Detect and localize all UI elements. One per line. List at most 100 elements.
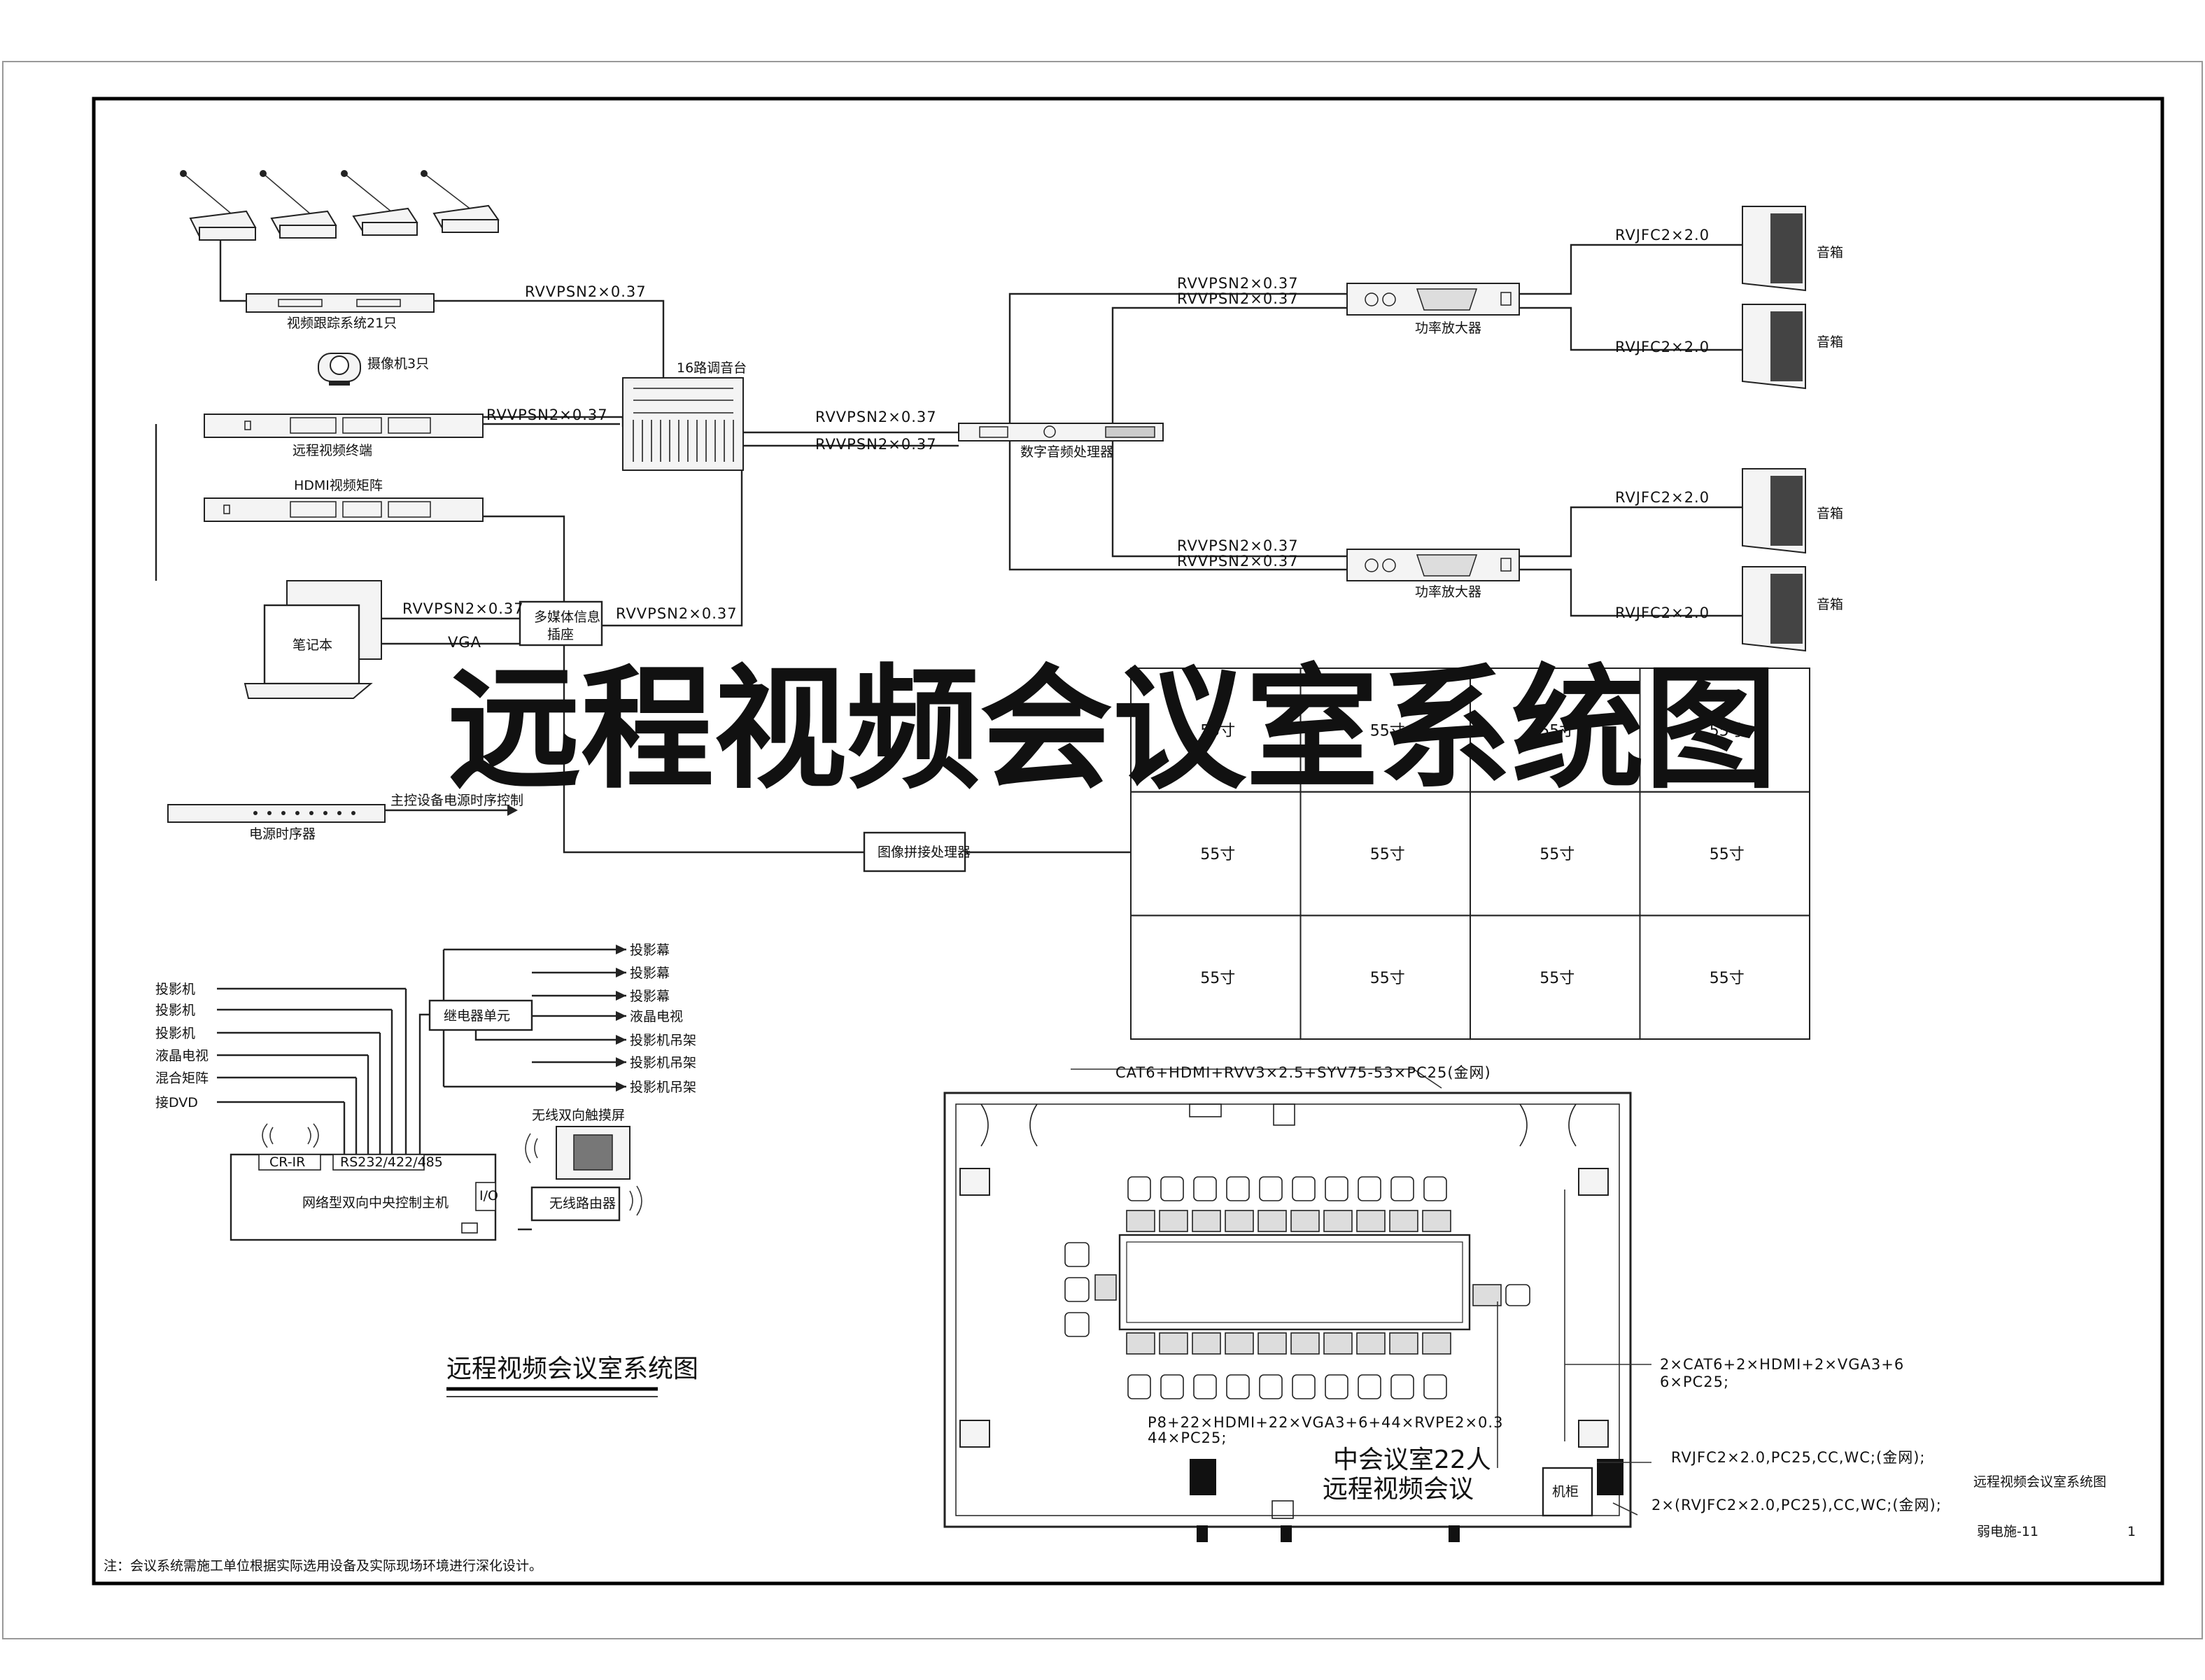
microphone-unit xyxy=(1126,1210,1155,1232)
relay-output-label: 投影机吊架 xyxy=(630,1080,696,1095)
controller-input-label: 投影机 xyxy=(155,1026,195,1041)
plan-top-cable: CAT6+HDMI+RVV3×2.5+SYV75-53×PC25(金网) xyxy=(1115,1064,1491,1081)
speaker-label-2: 音箱 xyxy=(1817,334,1843,350)
design-note: 注：会议系统需施工单位根据实际选用设备及实际现场环境进行深化设计。 xyxy=(104,1558,542,1574)
splicer-label: 图像拼接处理器 xyxy=(878,845,971,860)
main-title: 远程视频会议室系统图 xyxy=(448,652,1777,807)
amplifier-1: 功率放大器 xyxy=(1346,283,1520,336)
chair xyxy=(1127,1176,1151,1201)
plan-right-cable-2: RVJFC2×2.0,PC25,CC,WC;(金网); xyxy=(1671,1449,1925,1466)
chair xyxy=(1259,1374,1283,1399)
bottom-title: 远程视频会议室系统图 xyxy=(446,1355,698,1383)
audio-mixer: 16路调音台 xyxy=(622,360,747,471)
chair xyxy=(1292,1374,1316,1399)
titleblock-sheet: 1 xyxy=(2127,1524,2136,1539)
svg-text:RVVPSN2×0.37: RVVPSN2×0.37 xyxy=(525,283,647,300)
microphone-unit xyxy=(1225,1210,1254,1232)
speakers: 音箱 音箱 音箱 音箱 xyxy=(1742,206,1843,652)
wall-screen xyxy=(1639,915,1810,1040)
controller-label: 网络型双向中央控制主机 xyxy=(302,1195,449,1210)
microphone-unit xyxy=(1159,1332,1188,1355)
chair xyxy=(1226,1374,1250,1399)
plan-right-cable-1a: 2×CAT6+2×HDMI+2×VGA3+6 xyxy=(1660,1356,1904,1373)
speaker-label-1: 音箱 xyxy=(1817,245,1843,260)
relay-output-label: 投影幕 xyxy=(630,966,670,981)
room-label-2: 远程视频会议 xyxy=(1323,1475,1474,1504)
svg-text:RVJFC2×2.0: RVJFC2×2.0 xyxy=(1615,605,1710,621)
relay-output-label: 投影幕 xyxy=(630,943,670,958)
controller-input-label: 接DVD xyxy=(155,1095,198,1110)
ptz-camera: 摄像机3只 xyxy=(318,353,429,386)
chair xyxy=(1193,1374,1217,1399)
microphone-unit xyxy=(1323,1210,1353,1232)
chair xyxy=(1160,1374,1184,1399)
chair xyxy=(1226,1176,1250,1201)
svg-text:RVVPSN2×0.37: RVVPSN2×0.37 xyxy=(616,605,738,622)
speaker-label-3: 音箱 xyxy=(1817,506,1843,521)
microphone-unit xyxy=(1258,1332,1287,1355)
rack-label: 机柜 xyxy=(1552,1484,1579,1499)
multimedia-label-2: 插座 xyxy=(547,627,574,642)
plan-bottom-cable-a: P8+22×HDMI+22×VGA3+6+44×RVPE2×0.3 xyxy=(1148,1414,1503,1431)
svg-text:RVVPSN2×0.37: RVVPSN2×0.37 xyxy=(1177,553,1299,570)
chair xyxy=(1064,1242,1090,1267)
chair xyxy=(1127,1374,1151,1399)
chair xyxy=(1064,1277,1090,1302)
image-splicer: 图像拼接处理器 xyxy=(863,831,971,873)
wall-speakers xyxy=(959,1168,1609,1448)
svg-text:RVVPSN2×0.37: RVVPSN2×0.37 xyxy=(486,407,608,423)
microphone-unit xyxy=(1422,1210,1451,1232)
multimedia-socket: 多媒体信息 插座 xyxy=(519,600,603,647)
cable-labels: RVVPSN2×0.37 RVVPSN2×0.37 RVVPSN2×0.37 R… xyxy=(402,227,1710,622)
hdmi-matrix: HDMI视频矩阵 xyxy=(204,478,484,522)
plan-right-cable-3: 2×(RVJFC2×2.0,PC25),CC,WC;(金网); xyxy=(1651,1497,1942,1513)
camera-label: 摄像机3只 xyxy=(367,356,429,372)
io-label: I/O xyxy=(479,1188,498,1203)
router-label: 无线路由器 xyxy=(549,1196,616,1211)
controller-input-label: 投影机 xyxy=(155,1003,195,1018)
svg-text:RVVPSN2×0.37: RVVPSN2×0.37 xyxy=(402,600,524,617)
chair xyxy=(1292,1176,1316,1201)
chair xyxy=(1358,1176,1381,1201)
wifi-icon xyxy=(262,1123,642,1216)
chair xyxy=(1160,1176,1184,1201)
microphone-unit xyxy=(1192,1332,1221,1355)
multimedia-label-1: 多媒体信息 xyxy=(534,609,600,625)
wall-screen-label: 55寸 xyxy=(1540,970,1575,987)
hdmi-matrix-label: HDMI视频矩阵 xyxy=(294,478,383,493)
speaker-label-4: 音箱 xyxy=(1817,597,1843,612)
wall-screen-label: 55寸 xyxy=(1540,722,1575,740)
wall-screen-label: 55寸 xyxy=(1370,722,1405,740)
touch-panel: 无线双向触摸屏 xyxy=(532,1108,630,1180)
relay-output-label: 液晶电视 xyxy=(630,1009,683,1024)
conference-microphones xyxy=(180,170,500,241)
laptop: 笔记本 xyxy=(244,580,382,699)
svg-text:RVVPSN2×0.37: RVVPSN2×0.37 xyxy=(1177,275,1299,292)
arrow-icon xyxy=(616,1011,626,1021)
svg-text:RVJFC2×2.0: RVJFC2×2.0 xyxy=(1615,339,1710,355)
dsp-processor: 数字音频处理器 xyxy=(958,423,1164,460)
microphone-unit xyxy=(1094,1274,1117,1301)
drawing-frame xyxy=(92,97,2164,1586)
microphone-unit xyxy=(1472,1284,1502,1306)
wall-screen-label: 55寸 xyxy=(1200,970,1235,987)
svg-text:RVJFC2×2.0: RVJFC2×2.0 xyxy=(1615,489,1710,506)
room-label-1: 中会议室22人 xyxy=(1333,1446,1491,1474)
mixer-label: 16路调音台 xyxy=(677,360,747,376)
power-sequencer-label: 电源时序器 xyxy=(249,826,316,842)
microphone-unit xyxy=(1356,1332,1386,1355)
chair xyxy=(1193,1176,1217,1201)
chair xyxy=(1325,1176,1348,1201)
chair xyxy=(1390,1374,1414,1399)
svg-text:RVVPSN2×0.37: RVVPSN2×0.37 xyxy=(1177,537,1299,554)
amplifier-2: 功率放大器 xyxy=(1346,549,1520,600)
video-terminal: 远程视频终端 xyxy=(204,414,484,458)
wall-screen-label: 55寸 xyxy=(1540,846,1575,863)
microphone-unit xyxy=(1126,1332,1155,1355)
controller-input-label: 投影机 xyxy=(155,982,195,997)
microphone-unit xyxy=(1323,1332,1353,1355)
chair xyxy=(1390,1176,1414,1201)
